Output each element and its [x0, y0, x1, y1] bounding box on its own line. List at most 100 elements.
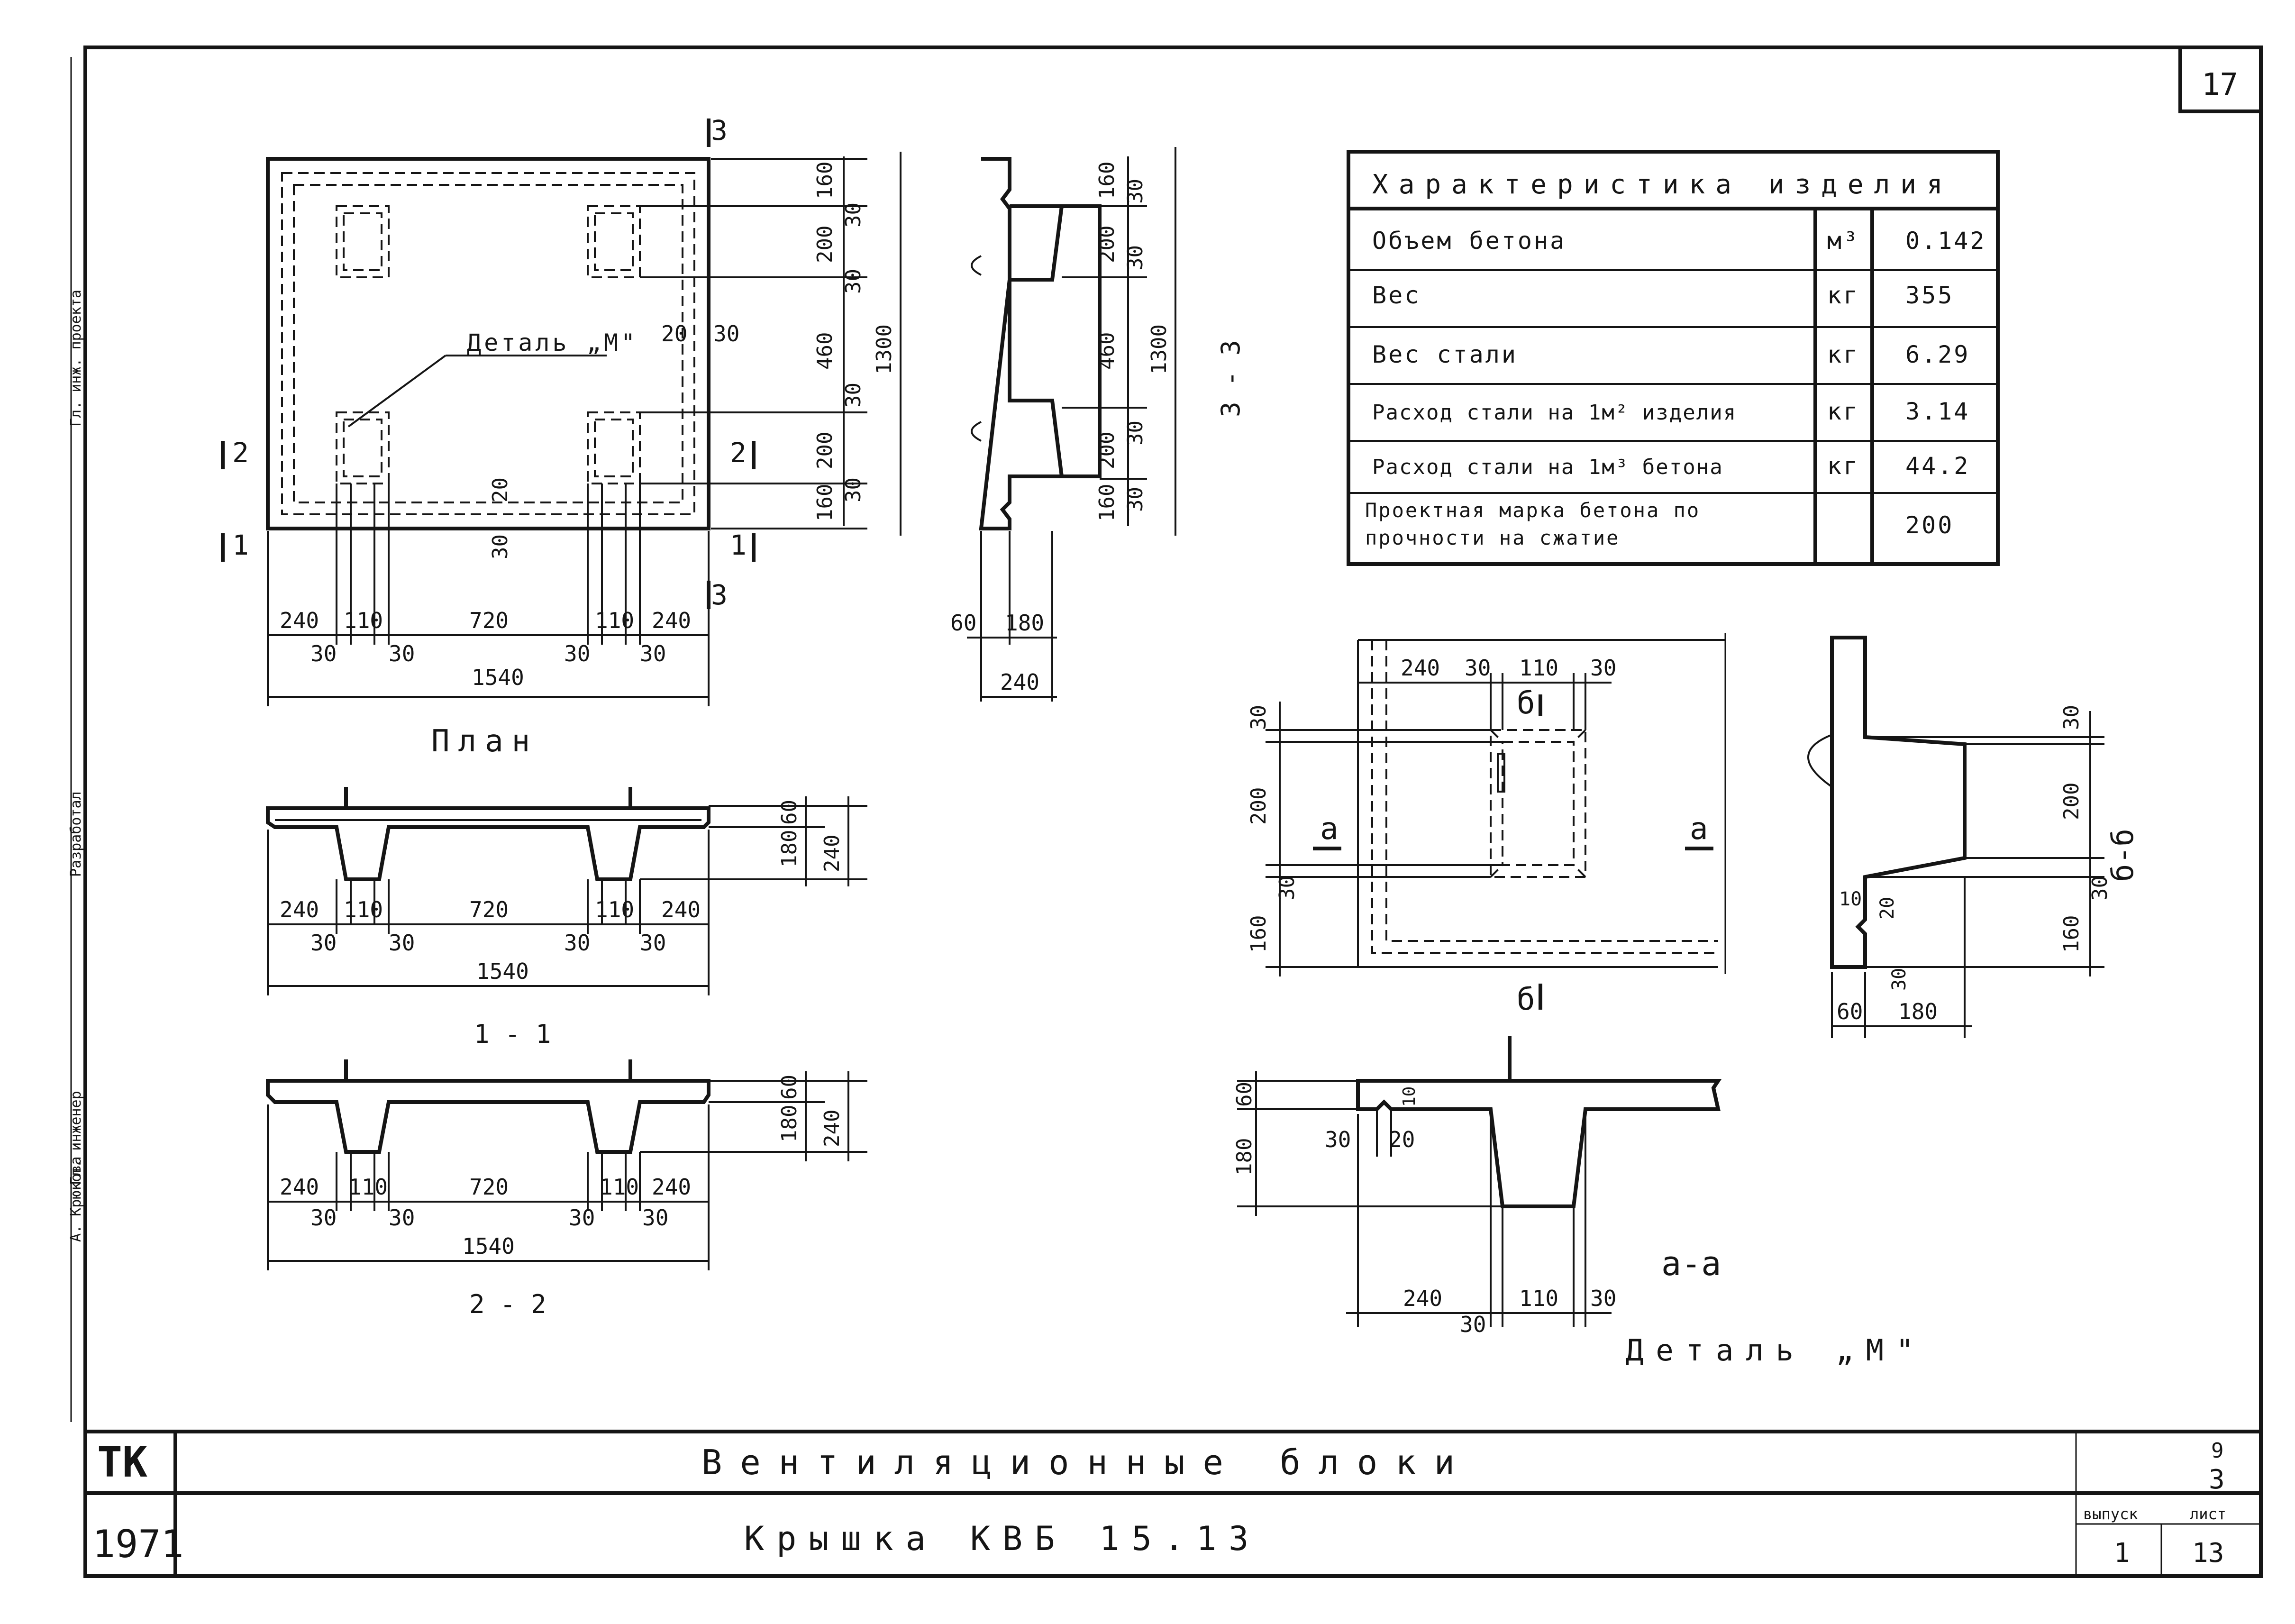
dim-200: 200 — [2059, 783, 2084, 820]
dim-240: 240 — [1401, 655, 1440, 681]
dim-30: 30 — [841, 269, 865, 294]
section-1-1-label: 1 - 1 — [474, 1019, 551, 1049]
dim-30: 30 — [389, 930, 415, 956]
dim-110: 110 — [600, 1174, 639, 1200]
spec-table-header: Характеристика изделия — [1372, 169, 1953, 200]
dim-30: 30 — [310, 930, 337, 956]
dim-160: 160 — [813, 484, 837, 521]
spec-row-name-wrap: Проектная марка бетона по прочности на с… — [1365, 499, 1699, 549]
dim-20: 20 — [661, 321, 687, 347]
dim-60: 60 — [777, 800, 801, 825]
dim-110: 110 — [595, 897, 634, 922]
title-block: ТК 1971 Вентиляционные блоки Крышка КВБ … — [92, 1438, 2226, 1569]
spec-row-value: 355 — [1905, 282, 1954, 309]
dim-30: 30 — [642, 1205, 668, 1231]
dim-240: 240 — [652, 608, 691, 633]
dim-30: 30 — [1325, 1127, 1351, 1152]
spec-row-name: Вес — [1372, 282, 1421, 309]
section-3-3: 160 30 200 30 460 1300 30 200 160 30 60 … — [950, 147, 1246, 702]
dim-30: 30 — [841, 383, 865, 408]
spec-row-value: 3.14 — [1905, 398, 1970, 425]
dim-240: 240 — [280, 608, 319, 633]
spec-row-value: 6.29 — [1905, 341, 1970, 368]
dim-30: 30 — [1123, 179, 1148, 204]
dim-30: 30 — [841, 202, 865, 228]
dim-110: 110 — [595, 608, 634, 633]
dim-30: 30 — [569, 1205, 595, 1231]
dim-240: 240 — [280, 1174, 319, 1200]
side-stamp: Гл. инж. проекта Гл. инженер Разработал … — [68, 57, 84, 1422]
sheet-value: 13 — [2192, 1538, 2224, 1569]
cut-mark-b: б — [1517, 982, 1535, 1017]
dim-30: 30 — [310, 1205, 337, 1231]
dim-30: 30 — [2059, 705, 2084, 730]
dim-110: 110 — [1519, 655, 1558, 681]
dim-160: 160 — [813, 162, 837, 199]
section-3-3-label: 3 - 3 — [1216, 340, 1246, 417]
dim-30: 30 — [389, 1205, 415, 1231]
dim-60: 60 — [950, 610, 976, 636]
sheet-subtitle: Крышка КВБ 15.13 — [744, 1519, 1261, 1558]
dim-30: 30 — [1123, 420, 1148, 446]
cut-mark-3: 3 — [711, 114, 728, 146]
dim-30: 30 — [1590, 655, 1616, 681]
sheet-title: Вентиляционные блоки — [701, 1442, 1473, 1482]
dim-240: 240 — [1000, 669, 1039, 695]
spec-row-value: 44.2 — [1905, 452, 1970, 480]
cut-mark-a: а — [1320, 812, 1339, 847]
series-label: 9 — [2211, 1439, 2224, 1463]
dim-30: 30 — [841, 477, 865, 502]
dim-110: 110 — [1519, 1286, 1558, 1311]
dim-30: 30 — [1590, 1286, 1616, 1311]
spec-row-unit: м³ — [1827, 227, 1859, 255]
dim-110: 110 — [344, 608, 383, 633]
section-2-2: 60 180 240 240 110 720 110 240 30 30 30 … — [266, 1059, 867, 1319]
dim-30: 30 — [310, 641, 337, 666]
dim-30: 30 — [1275, 876, 1299, 901]
dim-30: 30 — [1460, 1312, 1486, 1337]
dim-200: 200 — [1095, 432, 1119, 469]
dim-1300: 1300 — [872, 324, 896, 374]
dim-200: 200 — [1247, 787, 1271, 825]
dim-180: 180 — [1005, 610, 1044, 636]
section-b-b-label: б-б — [2105, 829, 2140, 882]
cut-mark-1: 1 — [730, 529, 747, 561]
dim-240: 240 — [661, 897, 701, 922]
dim-160: 160 — [2059, 915, 2084, 953]
dim-240: 240 — [280, 897, 319, 922]
dim-20: 20 — [488, 477, 512, 502]
sheet-label: лист — [2190, 1505, 2226, 1523]
dim-160: 160 — [1247, 915, 1271, 953]
side-stamp-row4: А. Крюкова — [68, 1156, 84, 1242]
dim-240: 240 — [652, 1174, 691, 1200]
dim-30: 30 — [1465, 655, 1491, 681]
dim-110: 110 — [344, 897, 383, 922]
dim-180: 180 — [1232, 1138, 1257, 1176]
dim-20: 20 — [1876, 897, 1898, 920]
detail-m-label: Деталь „М" — [1626, 1333, 1926, 1368]
dim-110: 110 — [348, 1174, 388, 1200]
dim-30: 30 — [640, 930, 666, 956]
dim-160: 160 — [1095, 484, 1119, 521]
cut-mark-a: а — [1690, 812, 1708, 847]
dim-460: 460 — [813, 332, 837, 370]
spec-row-unit: кг — [1827, 282, 1859, 309]
dim-10: 10 — [1839, 888, 1862, 910]
dim-1540: 1540 — [476, 958, 529, 984]
dim-30: 30 — [1888, 968, 1910, 991]
dim-180: 180 — [1898, 999, 1938, 1024]
dim-720: 720 — [469, 897, 509, 922]
spec-table: Характеристика изделия Объем бетона м³ 0… — [1347, 150, 2000, 566]
section-1-1: 60 180 240 240 110 720 110 240 30 30 30 … — [266, 787, 867, 1049]
dim-200: 200 — [1095, 226, 1119, 263]
dim-240: 240 — [820, 1110, 844, 1147]
cut-mark-3: 3 — [711, 579, 728, 611]
dim-30: 30 — [564, 930, 590, 956]
dim-30: 30 — [1123, 245, 1148, 270]
side-stamp-row1: Гл. инж. проекта — [68, 290, 84, 427]
detail-leader-label: Деталь „М" — [467, 329, 638, 356]
section-a-a: 60 180 10 30 20 240 30 110 30 а-а Деталь… — [1232, 1036, 1926, 1368]
cut-mark-2: 2 — [730, 437, 747, 469]
dim-160: 160 — [1095, 162, 1119, 199]
